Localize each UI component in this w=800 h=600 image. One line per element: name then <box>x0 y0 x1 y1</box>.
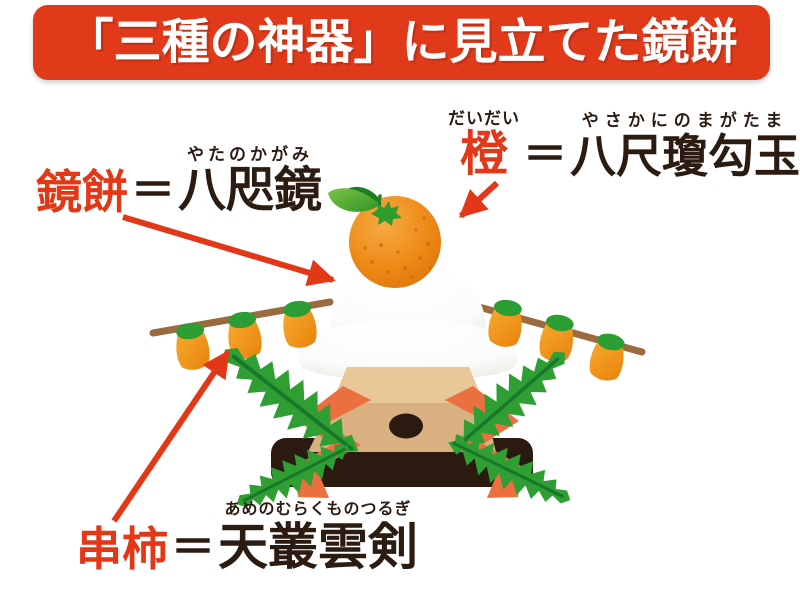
pointer-arrows <box>111 180 500 523</box>
label-daidai: だいだい 橙 ＝ やさかにのまがたま 八尺瓊勾玉 <box>448 110 800 179</box>
arrow-to-persimmons <box>111 349 231 523</box>
kagami-mochi <box>299 271 517 380</box>
equals-sign: ＝ <box>523 130 567 179</box>
yatanokagami-text: 八咫鏡 <box>178 164 323 217</box>
daidai-term: 橙 <box>459 128 508 181</box>
arrow-to-orange <box>458 180 500 219</box>
arrow-to-mochi <box>122 214 336 287</box>
amenomurakumo-text: 天叢雲剣 <box>218 519 418 575</box>
label-kushigaki: 串柿 ＝ あめのむらくものつるぎ 天叢雲剣 <box>76 501 418 575</box>
daidai-furigana: だいだい <box>448 109 520 128</box>
kushigaki-term: 串柿 <box>76 523 168 575</box>
title-banner: 「三種の神器」に見立てた鏡餅 <box>33 5 770 80</box>
amenomurakumo-furigana: あめのむらくものつるぎ <box>224 501 412 518</box>
daidai-orange <box>328 186 441 288</box>
calyx-icon <box>371 201 402 226</box>
yasakani-text: 八尺瓊勾玉 <box>570 130 800 182</box>
page-title: 「三種の神器」に見立てた鏡餅 <box>65 15 738 69</box>
label-kagamimochi: 鏡餅 ＝ やたのかがみ 八咫鏡 <box>36 146 322 215</box>
stand-hole <box>389 413 423 439</box>
equals-sign: ＝ <box>171 523 215 572</box>
kagamimochi-term: 鏡餅 <box>36 166 128 218</box>
equals-sign: ＝ <box>131 166 175 215</box>
leaf-icon <box>328 188 380 212</box>
yatanokagami-furigana: やたのかがみ <box>187 145 313 164</box>
yasakani-furigana: やさかにのまがたま <box>581 111 789 130</box>
